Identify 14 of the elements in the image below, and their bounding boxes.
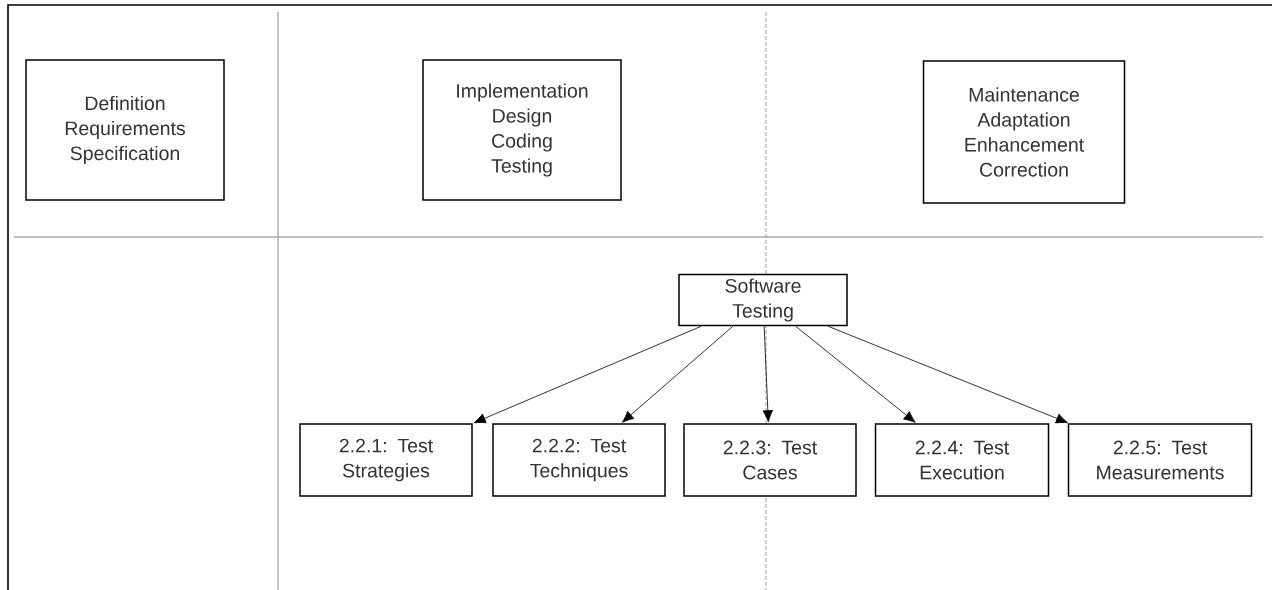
topic-box: 2.2.3: Test Cases <box>683 423 857 497</box>
arrow <box>621 325 734 423</box>
topic-box: 2.2.2: Test Techniques <box>492 423 666 497</box>
phase-box: Implementation Design Coding Testing <box>422 59 622 201</box>
topic-box: Software Testing <box>678 273 848 327</box>
arrow <box>827 325 1068 424</box>
topic-box: 2.2.1: Test Strategies <box>299 423 473 497</box>
topic-box: 2.2.5: Test Measurements <box>1067 423 1253 497</box>
topic-box: 2.2.4: Test Execution <box>874 423 1050 497</box>
arrow <box>762 325 773 423</box>
arrow <box>795 325 916 423</box>
arrow <box>473 325 702 424</box>
phase-box: Maintenance Adaptation Enhancement Correction <box>922 60 1126 204</box>
phase-box: Definition Requirements Specification <box>25 59 225 201</box>
